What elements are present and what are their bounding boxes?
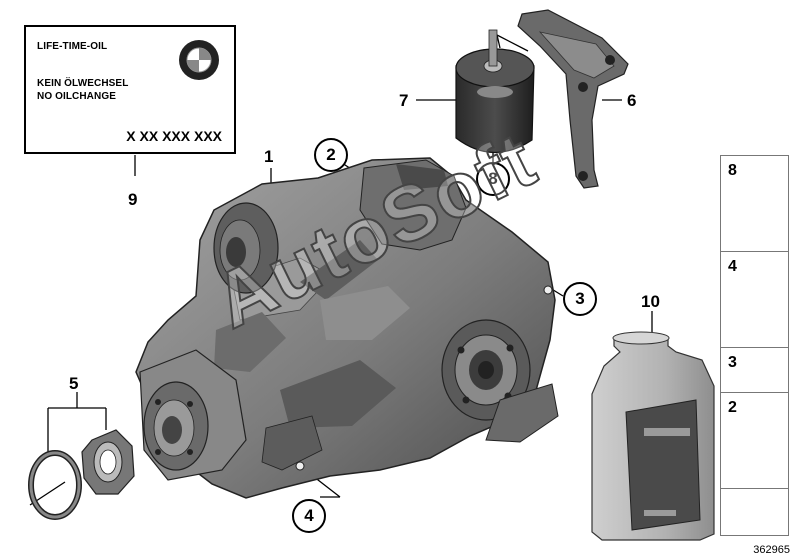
callout-9: 9 xyxy=(128,190,138,209)
sidebar-item-number: 8 xyxy=(728,162,737,179)
diagram-id: 362965 xyxy=(753,544,790,556)
label-line-lifetime-oil: LIFE-TIME-OIL xyxy=(37,41,108,52)
small-parts-sidebar: 8 4 3 2 xyxy=(720,155,789,536)
callout-1: 1 xyxy=(264,147,274,166)
callout-4-circled: 4 xyxy=(292,499,326,533)
callout-7: 7 xyxy=(399,91,409,110)
sidebar-item-nut-3: 3 xyxy=(720,347,789,393)
bracket-part-6 xyxy=(517,9,629,189)
seal-and-nut-part-5 xyxy=(28,429,135,520)
sidebar-item-bolt-4: 4 xyxy=(720,251,789,348)
callout-5: 5 xyxy=(69,374,79,393)
leader-lines xyxy=(29,34,653,506)
label-line-german: KEIN ÖLWECHSEL xyxy=(37,78,129,89)
label-part-code: X XX XXX XXX xyxy=(126,128,222,144)
callout-10: 10 xyxy=(641,292,660,311)
callout-6: 6 xyxy=(627,91,637,110)
sidebar-item-bolt-2: 2 xyxy=(720,392,789,489)
rubber-mount-part-7 xyxy=(455,29,535,154)
callout-8-circled: 8 xyxy=(476,162,510,196)
callout-2-circled: 2 xyxy=(314,138,348,172)
sidebar-item-number: 3 xyxy=(728,354,737,371)
oil-label-card: LIFE-TIME-OIL KEIN ÖLWECHSEL NO OILCHANG… xyxy=(24,25,236,154)
sidebar-item-arrow[interactable] xyxy=(720,488,789,536)
differential-housing-part-1 xyxy=(135,157,559,499)
sidebar-item-bolt-8: 8 xyxy=(720,155,789,252)
oil-bottle-part-10 xyxy=(591,331,715,541)
bmw-logo-icon xyxy=(179,40,219,80)
callout-3-circled: 3 xyxy=(563,282,597,316)
sidebar-item-number: 4 xyxy=(728,258,737,275)
label-line-english: NO OILCHANGE xyxy=(37,91,116,102)
sidebar-item-number: 2 xyxy=(728,399,737,416)
